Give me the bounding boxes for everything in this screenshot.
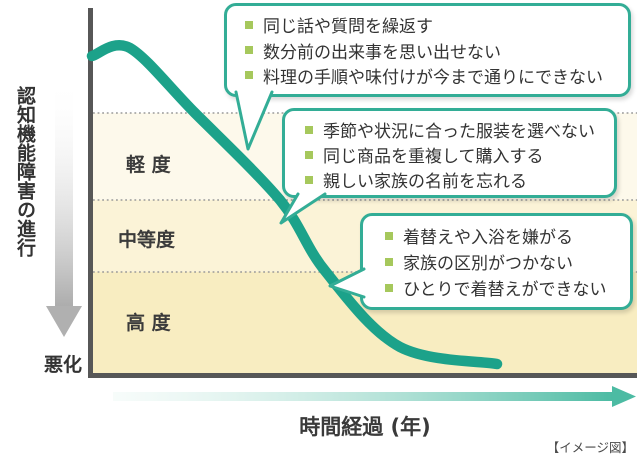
callout-mild-list: 同じ話や質問を繰返す 数分前の出来事を思い出せない 料理の手順や味付けが今まで通… (245, 12, 618, 88)
y-axis-title: 認知機能障害の進行 (14, 86, 36, 257)
callout-severe-list: 着替えや入浴を嫌がる 家族の区別がつかない ひとりで着替えができない (385, 222, 620, 301)
list-item: 親しい家族の名前を忘れる (305, 167, 604, 192)
callout-moderate-list: 季節や状況に合った服装を選べない 同じ商品を重複して購入する 親しい家族の名前を… (305, 117, 604, 192)
square-bullet-icon (305, 125, 313, 134)
x-axis-title: 時間経過 (年) (299, 415, 431, 439)
band-label-mild: 軽 度 (126, 154, 171, 176)
list-item: 同じ話や質問を繰返す (245, 12, 618, 37)
list-item: 料理の手順や味付けが今まで通りにできない (245, 63, 618, 88)
band-label-moderate: 中等度 (118, 229, 176, 251)
y-axis-line (88, 8, 93, 378)
symptom-text: 家族の区別がつかない (403, 254, 573, 274)
time-arrow-shaft (113, 392, 612, 401)
callout-mild: 同じ話や質問を繰返す 数分前の出来事を思い出せない 料理の手順や味付けが今まで通… (224, 3, 631, 97)
square-bullet-icon (385, 257, 393, 266)
square-bullet-icon (245, 71, 253, 80)
square-bullet-icon (385, 231, 393, 240)
square-bullet-icon (305, 150, 313, 159)
y-axis-worse-label: 悪化 (44, 354, 83, 376)
progression-arrow-shaft (55, 78, 73, 308)
square-bullet-icon (305, 175, 313, 184)
band-label-severe: 高 度 (126, 312, 171, 334)
square-bullet-icon (245, 20, 253, 29)
list-item: 家族の区別がつかない (385, 249, 620, 274)
list-item: 季節や状況に合った服装を選べない (305, 117, 604, 142)
square-bullet-icon (385, 283, 393, 292)
callout-severe: 着替えや入浴を嫌がる 家族の区別がつかない ひとりで着替えができない (360, 213, 633, 310)
callout-moderate: 季節や状況に合った服装を選べない 同じ商品を重複して購入する 親しい家族の名前を… (282, 108, 617, 198)
symptom-text: 同じ話や質問を繰返す (263, 17, 433, 38)
symptom-text: 料理の手順や味付けが今まで通りにできない (263, 67, 603, 88)
image-caption: 【イメージ図】 (546, 440, 634, 455)
list-item: 数分前の出来事を思い出せない (245, 38, 618, 63)
list-item: 着替えや入浴を嫌がる (385, 223, 620, 248)
symptom-text: 着替えや入浴を嫌がる (403, 228, 573, 248)
list-item: ひとりで着替えができない (385, 275, 620, 300)
symptom-text: 数分前の出来事を思い出せない (263, 42, 501, 63)
progression-arrow-head-icon (46, 306, 82, 337)
time-arrow-head-icon (612, 386, 636, 407)
symptom-text: 同じ商品を重複して購入する (323, 147, 544, 167)
x-axis-line (88, 373, 637, 378)
symptom-text: ひとりで着替えができない (403, 280, 607, 300)
square-bullet-icon (245, 46, 253, 54)
list-item: 同じ商品を重複して購入する (305, 142, 604, 167)
symptom-text: 親しい家族の名前を忘れる (323, 172, 527, 192)
symptom-text: 季節や状況に合った服装を選べない (323, 122, 595, 142)
